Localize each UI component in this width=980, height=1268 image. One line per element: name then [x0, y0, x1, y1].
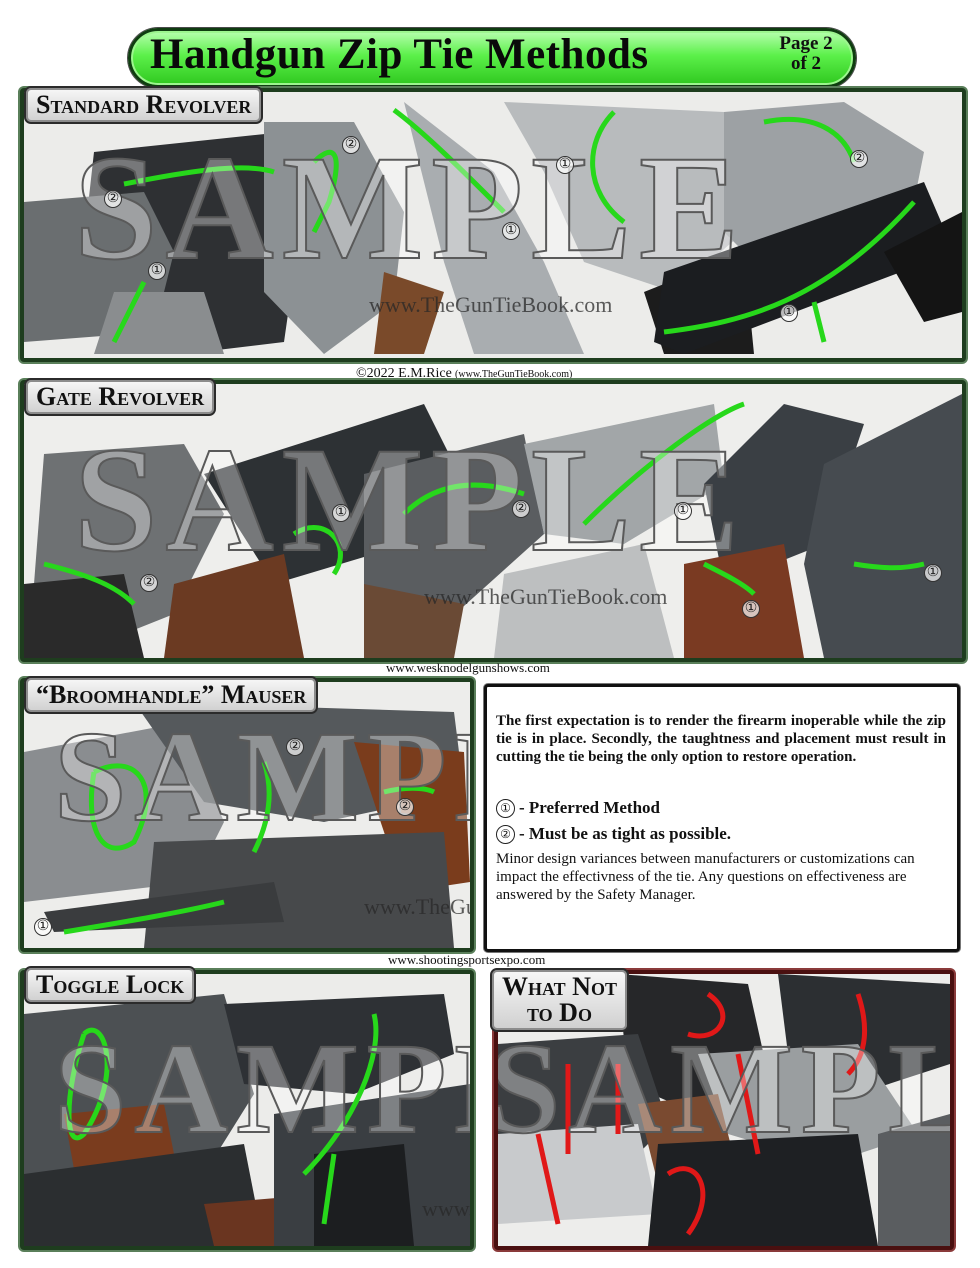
watermark-url: www.TheGunTieBook.com — [369, 292, 613, 317]
info-paragraph-2: Minor design variances between manufactu… — [496, 851, 915, 903]
page-title: Handgun Zip Tie Methods — [150, 31, 649, 78]
watermark-sample: SAMPLE — [53, 704, 470, 850]
watermark-sample: SAMPLE — [73, 416, 748, 584]
what-not-panel: SAMPLE — [494, 970, 954, 1250]
marker-two: ② — [850, 150, 868, 168]
toggle-lock-panel: SAMPLE www.TheGunTieBook.com — [20, 970, 474, 1250]
title-banner — [128, 28, 856, 88]
legend-text-tight: - Must be as tight as possible. — [519, 824, 732, 843]
watermark-url: www.TheGunTieBook.com — [424, 584, 668, 609]
marker-one: ① — [148, 262, 166, 280]
gate-revolver-illustration — [24, 384, 962, 658]
mauser-label: “Broomhandle” Mauser — [24, 676, 319, 714]
mauser-illustration — [24, 682, 470, 948]
marker-one: ① — [924, 564, 942, 582]
gate-revolver-label: Gate Revolver — [24, 378, 217, 416]
watermark-url: www.TheGunTieBook.com — [422, 1196, 474, 1221]
copyright-url: (www.TheGunTieBook.com) — [455, 369, 573, 380]
what-not-label: What Not to Do — [490, 968, 629, 1032]
page-number: Page 2 of 2 — [779, 33, 833, 74]
legend-number-one: ① — [496, 799, 515, 818]
watermark-url: www.TheGunTieBook.com — [364, 894, 470, 919]
marker-two: ② — [396, 798, 414, 816]
marker-two: ② — [140, 574, 158, 592]
what-not-label-line2: to Do — [526, 998, 592, 1027]
mauser-panel: SAMPLE www.TheGunTieBook.com ② ② ① — [20, 678, 474, 952]
marker-two: ② — [342, 136, 360, 154]
standard-revolver-label: Standard Revolver — [24, 86, 264, 124]
marker-two: ② — [104, 190, 122, 208]
shootingsports-link[interactable]: www.shootingsportsexpo.com — [388, 952, 546, 967]
what-not-label-line1: What Not — [502, 972, 617, 1001]
marker-one: ① — [332, 504, 350, 522]
gate-revolver-panel: SAMPLE www.TheGunTieBook.com ② ① ② ① ① ① — [20, 380, 966, 662]
standard-revolver-panel: SAMPLE www.TheGunTieBook.com ② ① ② ① ① ②… — [20, 88, 966, 362]
marker-one: ① — [502, 222, 520, 240]
marker-one: ① — [34, 918, 52, 936]
standard-revolver-illustration — [24, 92, 962, 358]
watermark-sample: SAMPLE — [494, 1016, 950, 1162]
marker-two: ② — [286, 738, 304, 756]
legend-text-preferred: - Preferred Method — [519, 798, 660, 817]
marker-one: ① — [742, 600, 760, 618]
copyright-note: ©2022 E.M.Rice (www.TheGunTieBook.com) — [356, 365, 572, 382]
info-paragraph-1: The first expectation is to render the f… — [496, 713, 946, 765]
marker-one: ① — [674, 502, 692, 520]
legend-number-two: ② — [496, 825, 515, 844]
toggle-lock-label: Toggle Lock — [24, 966, 197, 1004]
watermark-sample: SAMPLE — [73, 124, 748, 292]
marker-two: ② — [512, 500, 530, 518]
toggle-lock-illustration — [24, 974, 470, 1246]
copyright-main: ©2022 E.M.Rice — [356, 366, 452, 381]
info-box — [484, 684, 960, 952]
watermark-sample: SAMPLE — [53, 1016, 470, 1162]
marker-one: ① — [556, 156, 574, 174]
wesknodel-link[interactable]: www.wesknodelgunshows.com — [386, 660, 550, 675]
marker-one: ① — [780, 304, 798, 322]
legend-tight: ②- Must be as tight as possible. — [496, 824, 731, 844]
legend-preferred: ①- Preferred Method — [496, 798, 660, 818]
